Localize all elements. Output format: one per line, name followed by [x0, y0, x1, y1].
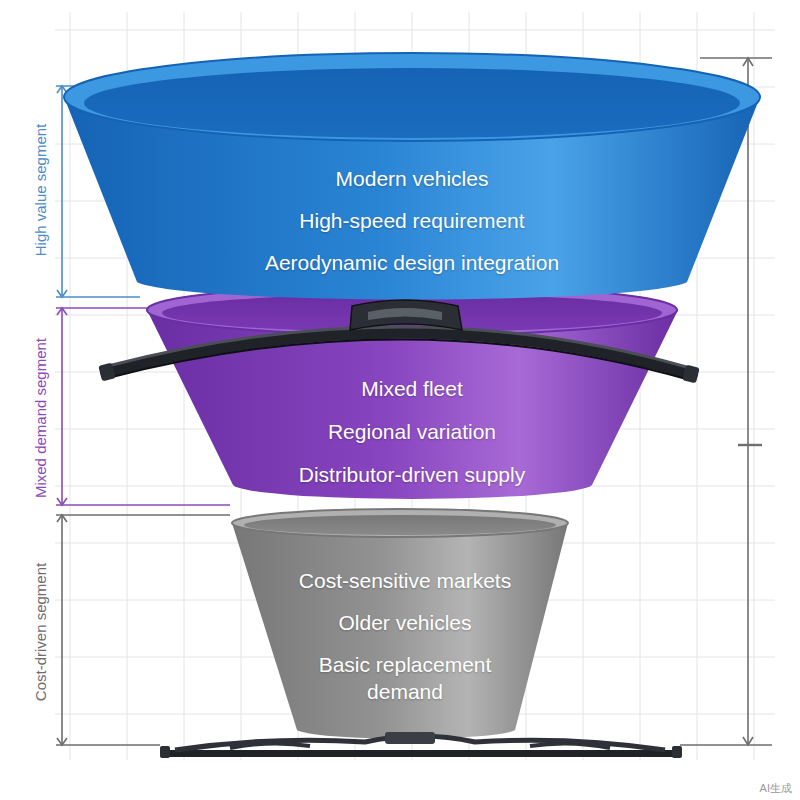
grid-lines [55, 12, 775, 760]
funnel-segment: Modern vehiclesHigh-speed requirementAer… [62, 50, 762, 310]
segment-text-group: Cost-sensitive marketsOlder vehiclesBasi… [275, 567, 535, 705]
segment-text: Older vehicles [338, 609, 471, 636]
segment-text: Mixed fleet [361, 375, 463, 402]
cone-rim [64, 53, 760, 141]
segment-label: High value segment [32, 124, 49, 257]
segment-text-group: Mixed fleetRegional variationDistributor… [212, 375, 612, 488]
funnel-segment: Mixed fleetRegional variationDistributor… [140, 280, 685, 510]
cost-driven-bracket [56, 515, 230, 745]
cone-opening [244, 515, 556, 535]
segment-text: Modern vehicles [336, 165, 489, 192]
cone-rim [147, 285, 677, 335]
beam-wiper-blade [98, 300, 699, 383]
segment-label: Cost-driven segment [32, 563, 49, 701]
cone-opening [162, 294, 662, 332]
cone-body [147, 310, 678, 499]
funnel-segment: Cost-sensitive marketsOlder vehiclesBasi… [225, 505, 575, 745]
segment-label: Mixed demand segment [32, 338, 49, 498]
segment-text-group: Modern vehiclesHigh-speed requirementAer… [162, 165, 662, 276]
cone-rim [232, 509, 568, 537]
conventional-wiper-blade [160, 732, 682, 758]
segment-brackets [56, 58, 772, 745]
cone-opening [84, 68, 740, 138]
cone-body [232, 523, 568, 739]
segment-text: Cost-sensitive markets [299, 567, 511, 594]
segment-text: Regional variation [328, 418, 496, 445]
segment-text: Distributor-driven supply [299, 461, 525, 488]
watermark: AI生成 [760, 781, 792, 796]
segment-text: Basic replacement demand [303, 651, 508, 705]
segment-text: Aerodynamic design integration [265, 249, 559, 276]
segment-text: High-speed requirement [299, 207, 524, 234]
